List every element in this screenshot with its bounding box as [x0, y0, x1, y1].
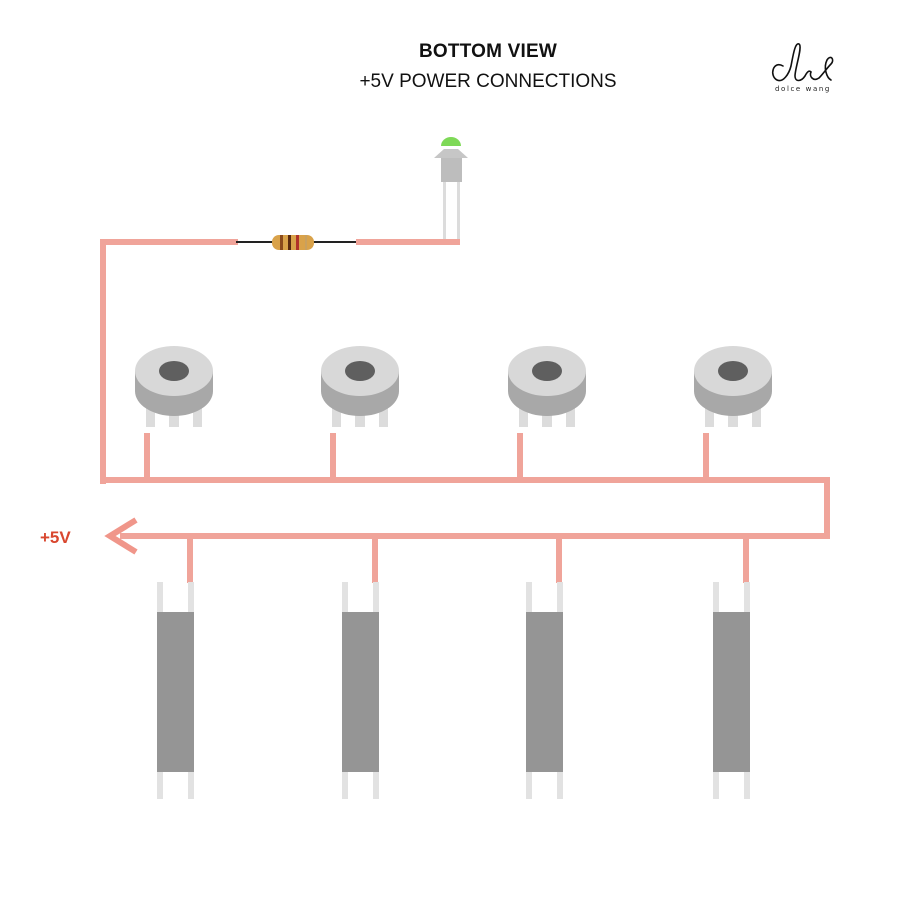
slide-fader: [713, 582, 750, 799]
slide-fader: [342, 582, 379, 799]
diagram-title: BOTTOM VIEW: [418, 41, 557, 62]
voltage-label: +5V: [40, 528, 71, 547]
logo-signature-icon: [771, 43, 834, 82]
potentiometer: [135, 346, 213, 427]
arrow-left-icon: [104, 517, 138, 555]
diagram-subtitle: +5V POWER CONNECTIONS: [359, 71, 617, 92]
potentiometer: [321, 346, 399, 427]
power-wires: [100, 239, 830, 583]
resistor: [236, 235, 356, 250]
potentiometer: [508, 346, 586, 427]
led: [434, 137, 468, 243]
slide-fader: [157, 582, 194, 799]
potentiometer: [694, 346, 772, 427]
slide-fader: [526, 582, 563, 799]
logo-text: dolce wang: [775, 85, 831, 93]
